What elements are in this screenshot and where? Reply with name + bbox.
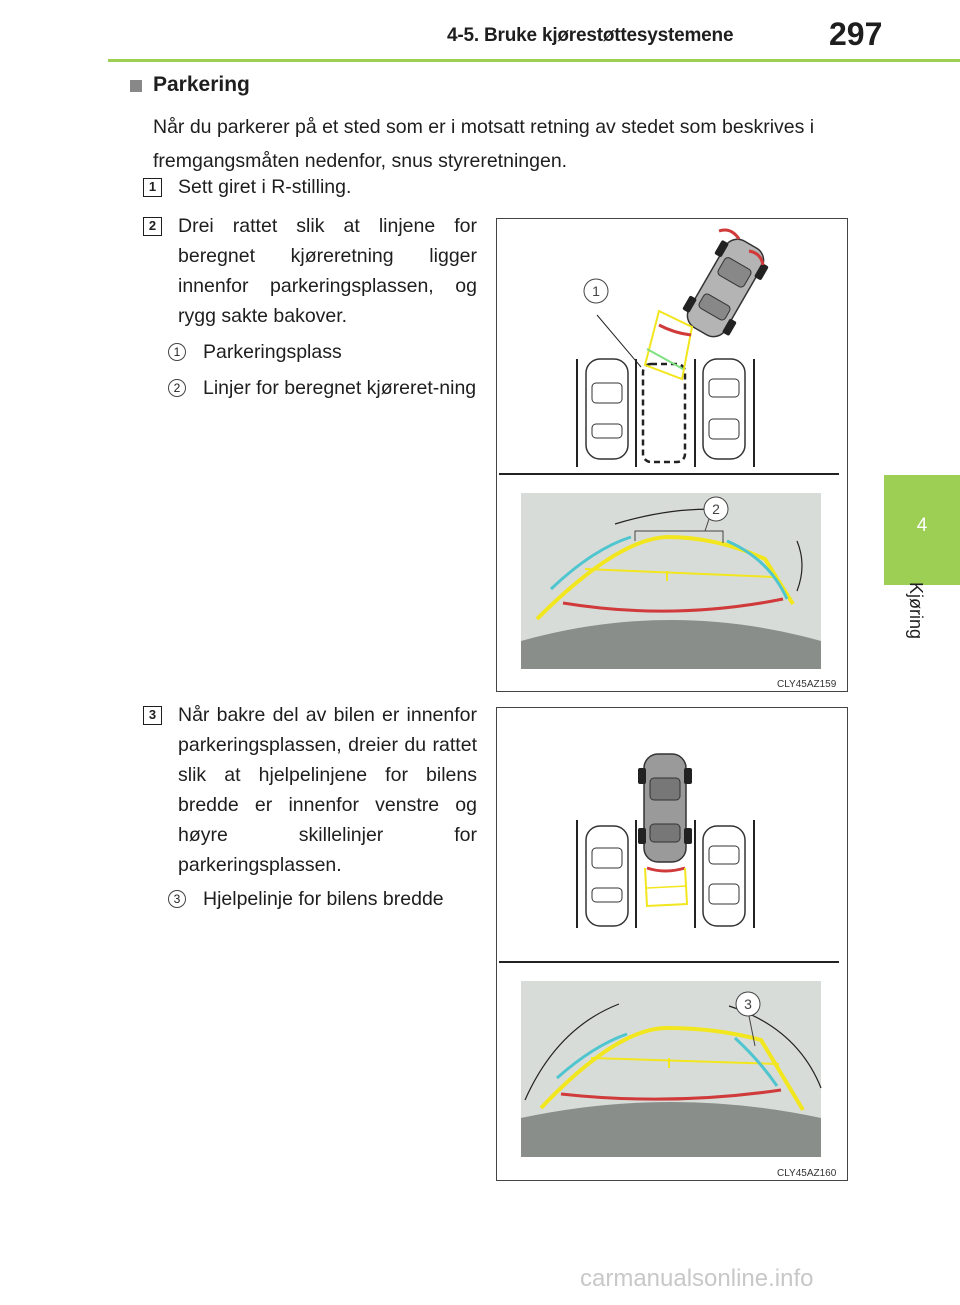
step-text-2: Drei rattet slik at linjene for beregnet… [178, 215, 477, 327]
reversing-car [682, 238, 769, 338]
callout-marker-2: 2 [168, 379, 186, 397]
figure-parking-step-3: 3 CLY45AZ160 [496, 707, 848, 1181]
section-title: 4-5. Bruke kjørestøttesystemene [447, 25, 734, 46]
page-number: 297 [829, 16, 883, 52]
parking-space-outline [641, 362, 687, 464]
figure-callout-marker-2 [703, 496, 729, 522]
intro-paragraph: Når du parkerer på et sted som er i mots… [153, 116, 815, 172]
chapter-tab-label: Kjøring [906, 582, 926, 640]
figure-parking-step-2: 1 2 CLY45AZ159 [496, 218, 848, 692]
steering-arrow-right [748, 249, 765, 266]
step-number-3: 3 [143, 706, 162, 725]
step-number-2: 2 [143, 217, 162, 236]
watermark: carmanualsonline.info [580, 1265, 814, 1292]
figure-code: CLY45AZ159 [777, 679, 837, 690]
step-number-1: 1 [143, 178, 162, 197]
square-bullet-icon [130, 80, 142, 92]
reversing-car [638, 753, 692, 863]
svg-text:1: 1 [592, 283, 600, 299]
rear-camera-screen: 3 [521, 981, 822, 1157]
svg-text:3: 3 [744, 996, 752, 1012]
parking-lot-diagram [499, 753, 839, 963]
figure-callout-marker-1 [583, 278, 609, 304]
steering-arrow-left [718, 228, 741, 240]
callout-marker-1: 1 [168, 343, 186, 361]
callout-text-1: Parkeringsplass [203, 341, 342, 363]
parked-car-right [702, 358, 746, 460]
figure-code: CLY45AZ160 [777, 1168, 837, 1179]
chapter-tab [884, 475, 960, 585]
svg-text:2: 2 [712, 501, 720, 517]
parked-car-left [585, 358, 629, 460]
header-rule [108, 59, 960, 62]
callout-marker-3: 3 [168, 890, 186, 908]
callout-text-2: Linjer for beregnet kjøreret-ning [203, 377, 477, 399]
step-text-3: Når bakre del av bilen er innenfor parke… [178, 704, 477, 876]
figure-callout-marker-3 [735, 991, 761, 1017]
chapter-tab-number: 4 [916, 515, 928, 536]
parking-lot-diagram: 1 [499, 228, 839, 475]
section-heading: Parkering [153, 73, 250, 96]
rear-camera-screen: 2 [521, 493, 821, 669]
callout-text-3: Hjelpelinje for bilens bredde [203, 888, 444, 910]
step-text-1: Sett giret i R-stilling. [178, 176, 352, 198]
parked-car-right [702, 825, 746, 927]
parked-car-left [585, 825, 629, 927]
